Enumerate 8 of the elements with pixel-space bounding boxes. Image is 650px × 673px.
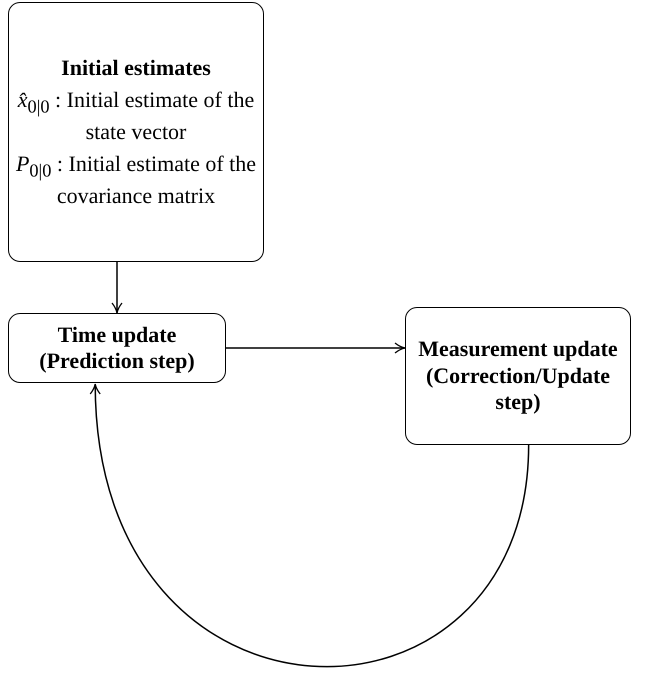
process-box	[405, 307, 631, 445]
box-label: Measurement update (Correction/Update step)	[417, 336, 619, 416]
process-box	[8, 2, 264, 262]
definition-text: P$_{0|0}$ : Initial estimate of the covariance matrix	[15, 151, 257, 209]
box-label: Time update (Prediction step)	[38, 322, 196, 374]
definition-text: x̂$_{0|0}$ : Initial estimate of the state vector	[16, 87, 256, 146]
process-box	[8, 313, 226, 383]
box-heading: Initial estimates	[61, 55, 211, 82]
